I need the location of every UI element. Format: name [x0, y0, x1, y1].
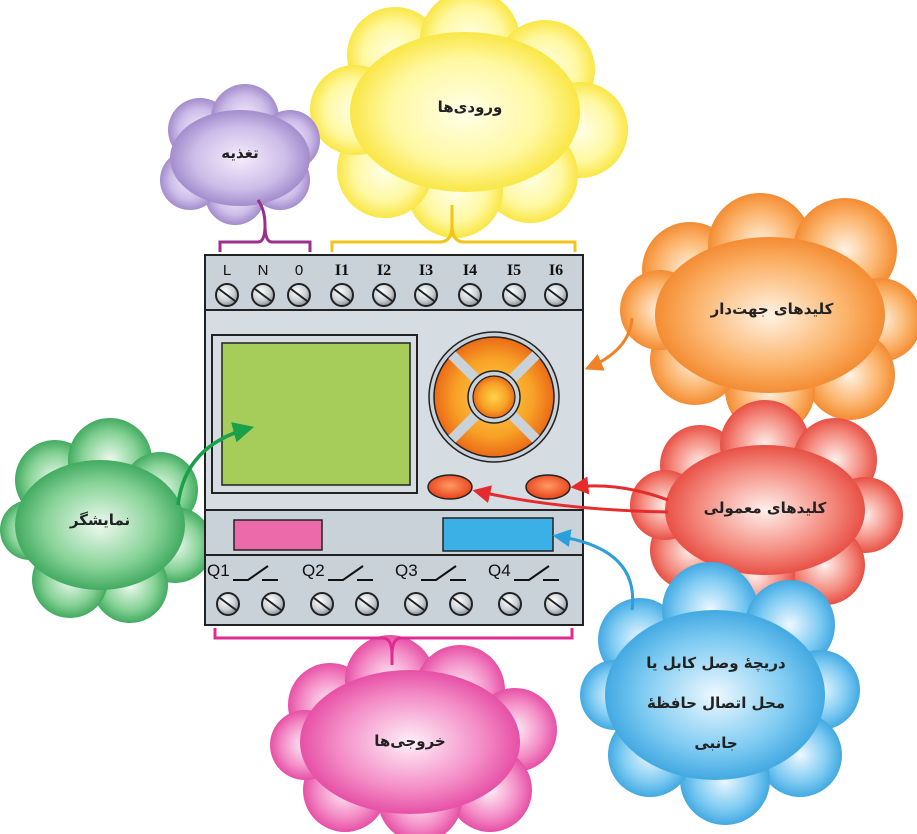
pink-slot — [233, 519, 323, 551]
terminal-label-i2: I2 — [377, 262, 391, 279]
plc-device: L N 0 I1 I2 I3 I4 I5 I6 — [204, 254, 584, 626]
terminal-label-0: 0 — [295, 262, 303, 279]
port-cloud-line-1: دریچهٔ وصل کابل یا — [646, 654, 786, 673]
bottom-screws — [216, 592, 568, 616]
screw-icon — [498, 592, 522, 616]
display-cloud-label: نمایشگر — [69, 511, 130, 529]
d-pad[interactable] — [428, 331, 560, 463]
arrow-keys-arrow — [584, 317, 634, 371]
screw-icon — [544, 283, 568, 307]
screw-icon — [404, 592, 428, 616]
arrow-keys-cloud: کلیدهای جهت‌دار — [620, 193, 917, 435]
screw-icon — [287, 283, 311, 307]
output-label-q4: Q4 — [488, 561, 511, 580]
terminal-label-n: N — [258, 262, 269, 279]
power-bracket — [218, 199, 312, 252]
relay-contact-icon — [328, 565, 373, 581]
screw-icon — [372, 283, 396, 307]
display-cloud: نمایشگر — [0, 418, 213, 623]
output-label-q1: Q1 — [207, 561, 230, 580]
outputs-cloud: خروجی‌ها — [270, 635, 557, 834]
lcd-screen — [221, 342, 411, 486]
screw-icon — [544, 592, 568, 616]
outputs-bracket — [213, 628, 574, 665]
relay-contact-icon — [514, 565, 559, 581]
relay-contact-icon — [233, 565, 278, 581]
screw-icon — [261, 592, 285, 616]
esc-key-button[interactable] — [427, 474, 473, 500]
normal-keys-arrow-upper — [570, 476, 669, 502]
screw-icon — [251, 283, 275, 307]
terminal-label-i4: I4 — [463, 262, 477, 279]
ok-key-button[interactable] — [525, 474, 571, 500]
screw-icon — [216, 592, 240, 616]
outputs-cloud-label: خروجی‌ها — [374, 732, 445, 750]
terminal-label-l: L — [223, 262, 231, 279]
output-label-q2: Q2 — [302, 561, 325, 580]
power-cloud: تغذیه — [160, 84, 320, 225]
normal-keys-cloud-label: کلیدهای معمولی — [704, 499, 827, 517]
output-label-q3: Q3 — [395, 561, 418, 580]
screw-icon — [310, 592, 334, 616]
port-arrow — [552, 529, 635, 611]
relay-contact-icon — [421, 565, 466, 581]
terminal-label-i1: I1 — [335, 262, 349, 279]
port-cloud-line-2: محل اتصال حافظهٔ — [647, 694, 785, 712]
terminal-label-i5: I5 — [507, 262, 521, 279]
arrow-keys-cloud-label: کلیدهای جهت‌دار — [710, 300, 834, 318]
screw-icon — [355, 592, 379, 616]
screw-icon — [414, 283, 438, 307]
cable-memory-port — [442, 517, 554, 552]
inputs-cloud-label: ورودی‌ها — [438, 98, 503, 116]
screw-icon — [215, 283, 239, 307]
top-screws — [215, 283, 568, 307]
inputs-cloud: ورودی‌ها — [310, 0, 628, 238]
terminal-label-i3: I3 — [419, 262, 433, 279]
port-cloud: دریچهٔ وصل کابل یا محل اتصال حافظهٔ جانب… — [580, 562, 860, 825]
display-arrow — [176, 422, 255, 506]
inputs-bracket — [330, 205, 577, 252]
screw-icon — [458, 283, 482, 307]
terminal-label-i6: I6 — [549, 262, 563, 279]
bottom-terminal-strip — [204, 554, 584, 626]
relay-contacts — [233, 565, 559, 581]
screw-icon — [449, 592, 473, 616]
port-cloud-line-3: جانبی — [694, 734, 737, 752]
normal-keys-arrow-lower — [472, 485, 669, 514]
screw-icon — [502, 283, 526, 307]
power-cloud-label: تغذیه — [221, 144, 259, 162]
screw-icon — [330, 283, 354, 307]
